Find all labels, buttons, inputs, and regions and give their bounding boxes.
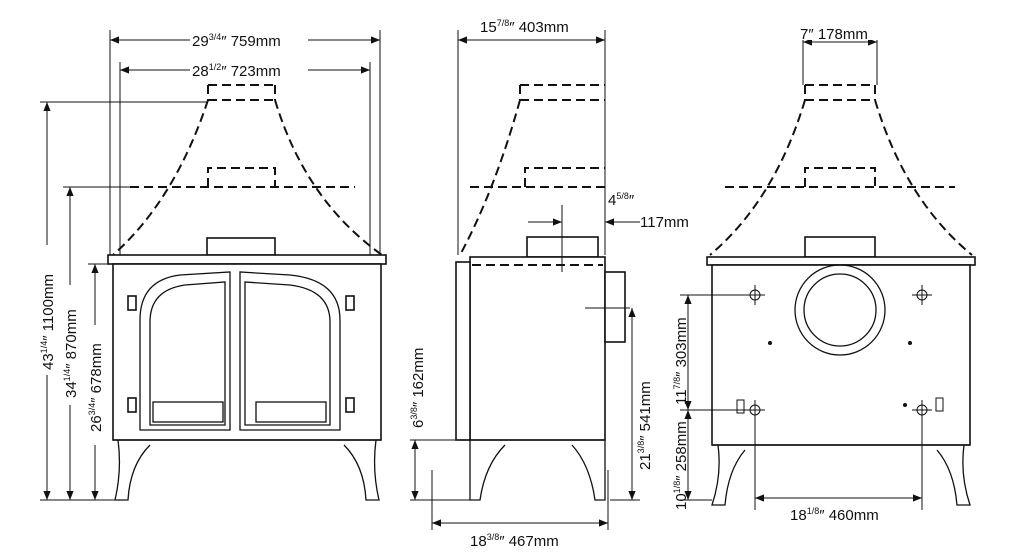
hinge [127, 397, 137, 413]
rear-outlet [604, 271, 626, 343]
flue-collar [206, 237, 276, 256]
mid-collar-dashed [470, 167, 605, 188]
legs [711, 444, 971, 506]
door-profile [455, 261, 471, 441]
label-fixing-spacing: 181/8″ 460mm [790, 506, 879, 524]
mid-collar-dashed [130, 167, 355, 188]
label-rear-outlet-height: 213/8″ 541mm [636, 381, 654, 470]
hinge [345, 295, 355, 311]
top-plate [107, 254, 387, 265]
hood-dashed [459, 99, 521, 256]
height-extension-lines [40, 101, 208, 501]
right-door [239, 271, 341, 431]
label-depth-top: 157/8″ 403mm [480, 18, 569, 36]
mid-collar-dashed [725, 167, 955, 188]
fixing-points [736, 285, 944, 420]
label-flue-offset-inch: 45/8″ [608, 191, 635, 209]
legs [113, 439, 381, 501]
rear-view: 7″ 178mm 117/8″ 303mm 101/8″ 258mm 181/8… [672, 24, 976, 524]
stove-body [469, 256, 606, 441]
left-door [139, 271, 231, 431]
label-height-678: 263/4″ 678mm [87, 343, 105, 432]
top-collar-dashed [519, 84, 605, 101]
rear-extension-lines [680, 294, 923, 510]
label-upper-spacing: 117/8″ 303mm [672, 317, 690, 405]
top-collar-dashed [804, 84, 876, 101]
front-view: 293/4″ 759mm 281/2″ 723mm 431/4″ 1100mm … [38, 30, 387, 501]
stove-body [112, 263, 382, 441]
top-plate [706, 256, 976, 266]
rear-flue-inner [803, 273, 877, 347]
side-view: 157/8″ 403mm 45/8″ 117mm 213/8″ 541mm 63… [409, 16, 689, 550]
label-flue-offset-mm: 117mm [640, 214, 689, 231]
label-hood-width: 281/2″ 723mm [192, 62, 281, 80]
label-overall-width: 293/4″ 759mm [192, 32, 281, 50]
extension-lines [457, 30, 606, 255]
rear-outlet-centreline [585, 307, 640, 501]
hinge [127, 295, 137, 311]
hinge [345, 397, 355, 413]
hood-dashed [112, 99, 383, 256]
right-airwash-control [255, 401, 327, 423]
extension-lines [109, 30, 381, 255]
flue-collar [804, 236, 876, 258]
label-height-1100: 431/4″ 1100mm [39, 274, 57, 370]
label-height-870: 341/4″ 870mm [62, 309, 80, 398]
leg-extension-lines [410, 439, 609, 530]
label-leg-height: 63/8″ 162mm [409, 348, 427, 428]
label-depth-base: 183/8″ 467mm [470, 532, 559, 550]
label-lower-height: 101/8″ 258mm [672, 421, 690, 510]
rear-flue-outlet [794, 264, 886, 356]
hood-dashed [709, 99, 973, 256]
top-collar-dashed [207, 84, 276, 101]
left-airwash-control [152, 401, 224, 423]
label-flue-width: 7″ 178mm [800, 26, 868, 43]
legs [460, 439, 606, 501]
